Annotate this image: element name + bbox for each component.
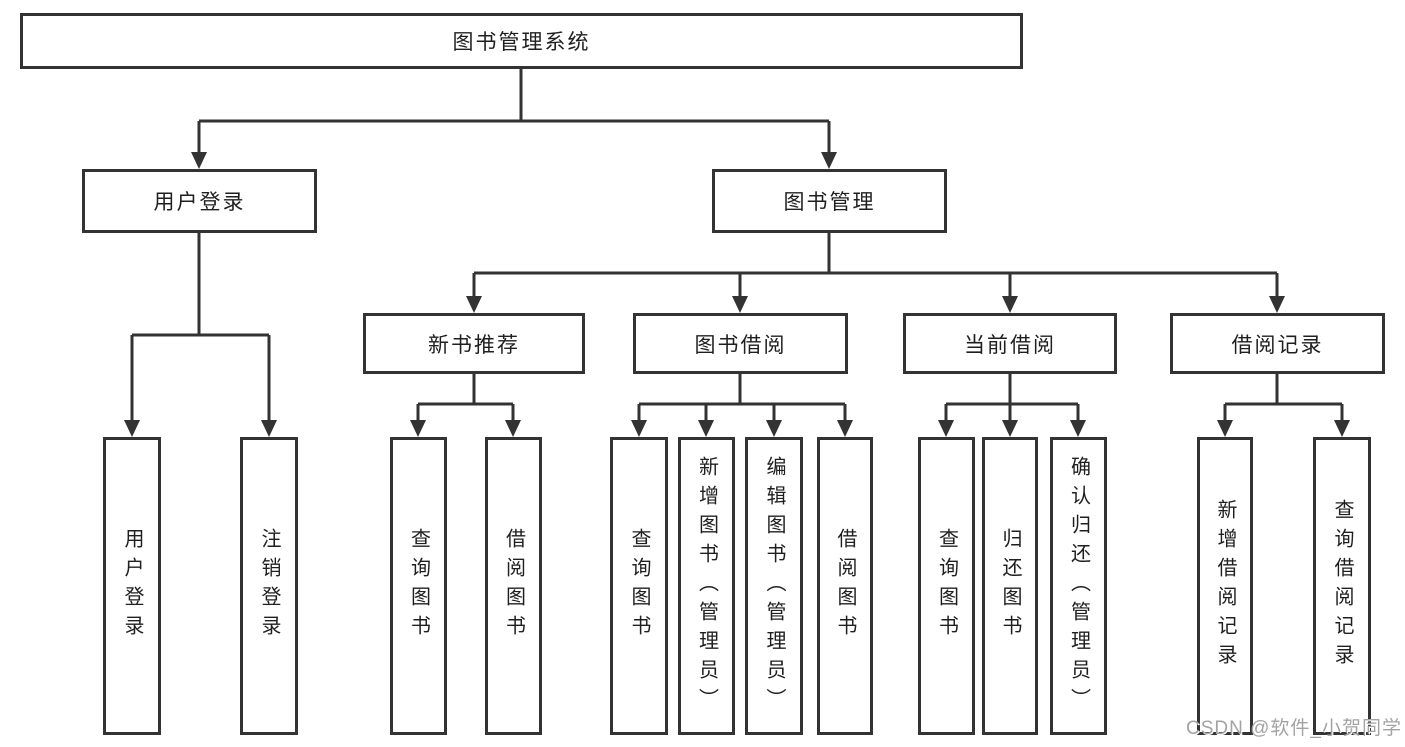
node-borrow-record: 借阅记录 bbox=[1170, 313, 1385, 374]
leaf-confirm-return-admin: 确认归还（管理员） bbox=[1050, 437, 1107, 735]
leaf-add-borrow-record: 新增借阅记录 bbox=[1197, 437, 1253, 735]
node-book-management: 图书管理 bbox=[712, 169, 947, 233]
node-current-borrow: 当前借阅 bbox=[903, 313, 1117, 374]
leaf-logout: 注销登录 bbox=[240, 437, 298, 735]
node-new-book-recommend: 新书推荐 bbox=[363, 313, 585, 374]
leaf-query-borrow-record: 查询借阅记录 bbox=[1313, 437, 1371, 735]
leaf-user-login: 用户登录 bbox=[103, 437, 161, 735]
leaf-edit-book-admin: 编辑图书（管理员） bbox=[745, 437, 803, 735]
leaf-query-book-3: 查询图书 bbox=[918, 437, 975, 735]
node-root: 图书管理系统 bbox=[20, 13, 1023, 69]
leaf-return-book: 归还图书 bbox=[982, 437, 1038, 735]
leaf-query-book-2: 查询图书 bbox=[610, 437, 668, 735]
leaf-borrow-book-1: 借阅图书 bbox=[485, 437, 542, 735]
csdn-watermark: CSDN @软件_小贺同学 bbox=[1186, 718, 1402, 739]
leaf-borrow-book-2: 借阅图书 bbox=[817, 437, 873, 735]
node-book-borrow: 图书借阅 bbox=[633, 313, 848, 374]
leaf-add-book-admin: 新增图书（管理员） bbox=[678, 437, 735, 735]
leaf-query-book-1: 查询图书 bbox=[390, 437, 447, 735]
node-user-login: 用户登录 bbox=[82, 169, 317, 233]
